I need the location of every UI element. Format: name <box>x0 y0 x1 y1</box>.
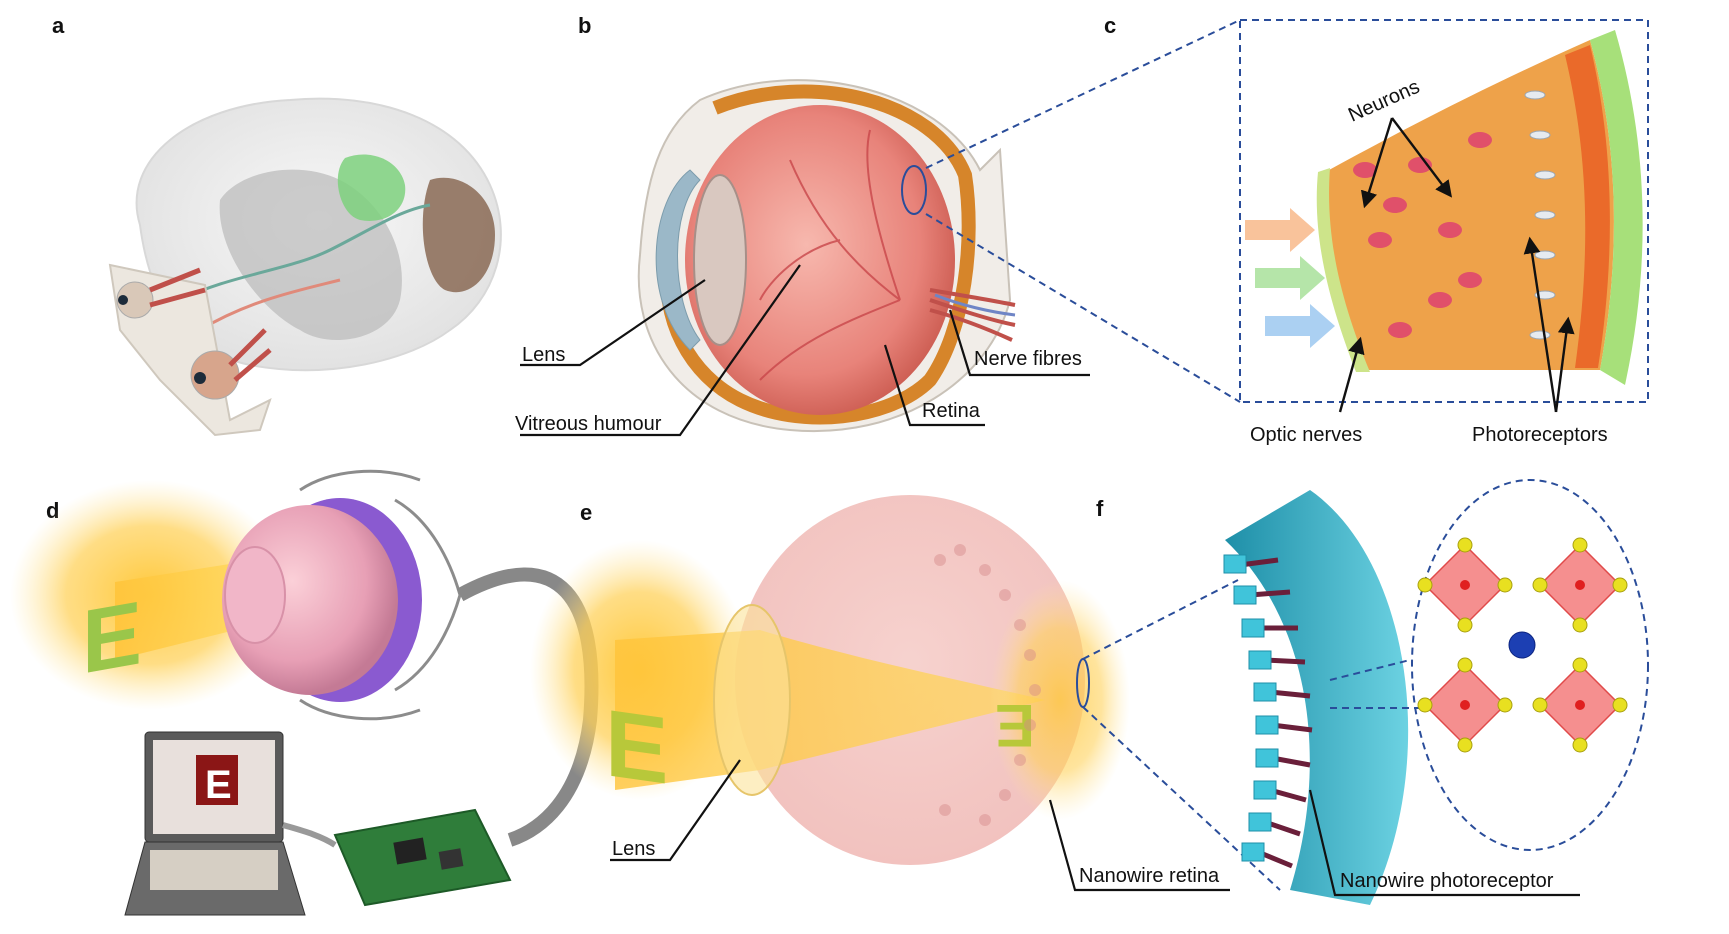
photoreceptor-arrow-2 <box>1554 316 1575 413</box>
neuron-arrow-2 <box>1391 117 1453 198</box>
leader-nanowire-retina <box>1048 799 1230 892</box>
chip-2 <box>438 848 464 870</box>
perovskite-center-atom <box>1508 631 1536 659</box>
panel-letter-e: e <box>580 500 592 525</box>
label-vitreous-humour: Vitreous humour <box>515 413 662 435</box>
leader-retina <box>883 344 985 427</box>
leader-lens-b <box>520 279 706 367</box>
laptop-e-letter: E <box>205 763 232 807</box>
perovskite-atoms-red <box>1460 580 1585 710</box>
wire-fan <box>299 469 462 721</box>
label-nanowire-retina: Nanowire retina <box>1079 865 1220 887</box>
light-arrow-orange <box>1245 208 1315 252</box>
outer-green-layer <box>1590 30 1643 385</box>
laptop-keyboard <box>150 850 278 890</box>
panel-letter-b: b <box>578 13 591 38</box>
blood-vessels <box>759 129 901 381</box>
panel-letter-f: f <box>1096 496 1104 521</box>
inner-green-layer <box>1316 168 1370 372</box>
optic-nerve-arrow <box>1338 336 1365 413</box>
zoom-line-b-to-c-top <box>925 19 1241 169</box>
zoom-line-e-to-f-bottom <box>1082 706 1281 891</box>
perovskite-zoom-ellipse <box>1411 479 1649 851</box>
pupil-right <box>194 372 206 384</box>
panel-b-eye-section: Lens Vitreous humour Nerve fibres Retina <box>515 79 1090 437</box>
eyeball-left <box>116 281 154 319</box>
zoom-line-f-top <box>1329 659 1411 681</box>
label-neurons: Neurons <box>1345 76 1423 127</box>
optic-pathway-2 <box>199 278 341 332</box>
lens-e <box>713 604 791 796</box>
panel-f-nanowire-detail: Nanowire photoreceptor <box>1223 479 1649 905</box>
nerve-fibres-bundle <box>929 288 1016 342</box>
leader-nerve-fibres <box>948 309 1090 377</box>
label-nanowire-photoreceptor: Nanowire photoreceptor <box>1340 870 1554 892</box>
panel-e-nanowire-eye: E E Lens Nanowire retina <box>530 495 1230 892</box>
label-retina: Retina <box>922 400 981 422</box>
glow-retina-right <box>990 580 1130 820</box>
light-arrow-green <box>1255 256 1325 300</box>
lens-b <box>693 174 747 346</box>
neuron-arrow-1 <box>1360 117 1394 209</box>
panel-a-brain-illustration <box>108 97 502 437</box>
leader-lens-e <box>610 759 741 862</box>
pupil-left <box>118 295 128 305</box>
letter-e-e: E <box>605 690 668 804</box>
leader-vitreous <box>520 264 801 437</box>
light-beam-d <box>115 560 255 660</box>
panel-letter-a: a <box>52 13 65 38</box>
chip-1 <box>393 837 427 865</box>
label-lens-b: Lens <box>522 344 565 366</box>
choroid-layer <box>659 84 976 425</box>
visual-cortex <box>422 177 495 293</box>
retina-zoom-marker <box>901 165 927 215</box>
label-lens-e: Lens <box>612 838 655 860</box>
retina-tissue <box>1319 40 1614 370</box>
neuron-cells <box>1353 132 1492 338</box>
nerve-fibres-bundle-blue <box>934 293 1016 317</box>
light-arrow-blue <box>1265 304 1335 348</box>
letter-e-d: E <box>82 583 142 694</box>
label-nerve-fibres: Nerve fibres <box>974 348 1082 370</box>
nanowire-blocks <box>1223 554 1279 862</box>
laptop-cable <box>282 822 337 848</box>
zoom-box-c <box>1239 19 1649 403</box>
lens-d <box>224 546 286 644</box>
vitreous-body <box>685 105 955 415</box>
eye-muscles <box>149 267 272 382</box>
panel-c-retina-layers: Neurons Optic nerves Photoreceptors <box>1239 19 1649 446</box>
lateral-geniculate <box>337 154 406 221</box>
leader-nanowire-photoreceptor <box>1308 789 1580 897</box>
label-photoreceptors: Photoreceptors <box>1472 424 1608 446</box>
optic-pathway <box>179 203 431 302</box>
photoreceptor-orange-strip <box>1565 45 1610 368</box>
zoom-line-b-to-c-bottom <box>925 213 1241 403</box>
label-optic-nerves: Optic nerves <box>1250 424 1362 446</box>
perovskite-atoms-yellow <box>1417 537 1628 753</box>
laptop-e-image <box>196 755 238 805</box>
photoreceptor-arrow-1 <box>1523 236 1558 413</box>
nanowire-dots-e <box>934 544 1041 826</box>
panel-d-artificial-eye-system: E E <box>10 469 599 916</box>
panel-letter-c: c <box>1104 13 1116 38</box>
letter-e-inverted: E <box>995 692 1035 759</box>
zoom-line-e-to-f-top <box>1082 579 1239 660</box>
